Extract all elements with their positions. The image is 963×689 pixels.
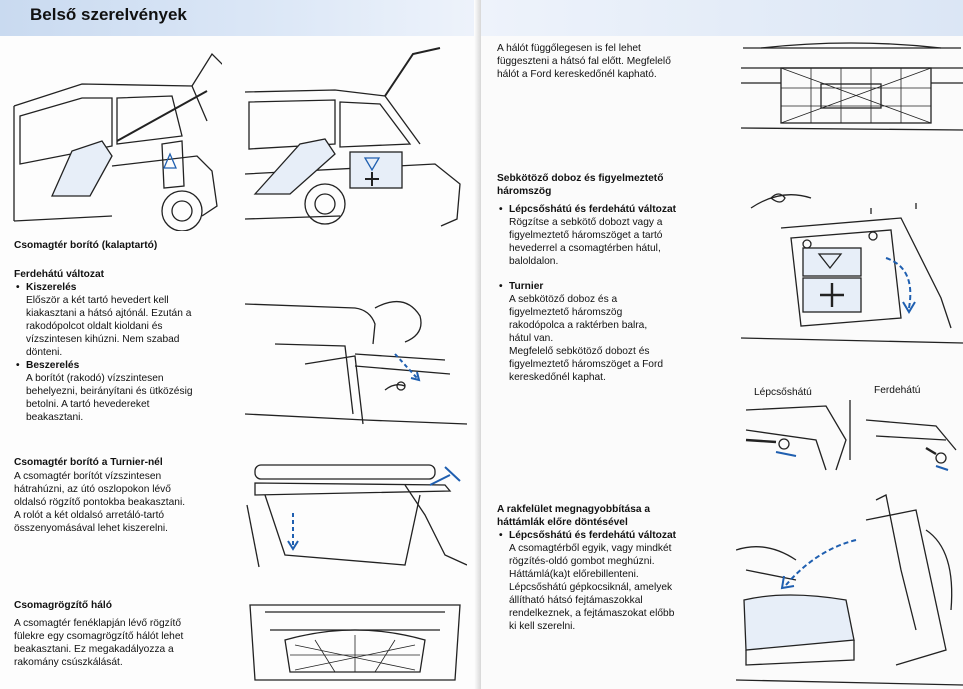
warning-triangle-icon <box>363 157 381 172</box>
net-line: A csomagtér fenéklapján lévő rögzítő <box>14 618 182 629</box>
section-intro: A hálót függőlegesen is fel lehet függes… <box>497 42 712 81</box>
loadspace-line: A csomagtérből egyik, vagy mindkét <box>509 543 672 554</box>
arrow-icon <box>394 353 418 379</box>
arrow-icon <box>885 257 912 309</box>
loadspace-heading: A rakfelület megnagyobbítása a <box>497 504 651 515</box>
figure-turnier-cover <box>245 455 467 577</box>
kiszereles-label: Kiszerelés <box>14 281 229 294</box>
figure-cover-removal <box>245 294 467 434</box>
firstaid-variant2-line: hátul van. <box>509 333 554 344</box>
firstaid-variant2-line: figyelmeztető háromszög <box>509 307 623 318</box>
section-ferdehatu: Ferdehátú változat Kiszerelés Először a … <box>14 268 229 424</box>
net-line: fülekre egy csomagrögzítő hálót lehet <box>14 631 184 642</box>
kiszereles-line: kiakasztani a hátsó ajtónál. Ezután a <box>26 308 192 319</box>
firstaid-variant1-line: figyelmeztető háromszöget a tartó <box>509 230 663 241</box>
loadspace-line: állítható hátsó fejtámaszokkal <box>509 595 643 606</box>
section-turnier: Csomagtér borító a Turnier-nél A csomagt… <box>14 456 229 535</box>
firstaid-variant2-line: figyelmeztető háromszöget a Ford <box>509 359 664 370</box>
ferdehatu-heading: Ferdehátú változat <box>14 269 105 280</box>
kiszereles-line: Először a két tartó hevedert kell <box>26 295 169 306</box>
loadspace-variant-label: Lépcsőshátú és ferdehátú változat <box>497 529 727 542</box>
section-cover: Csomagtér borító (kalaptartó) <box>14 239 157 252</box>
loadspace-line: Lépcsőshátú gépkocsiknál, amelyek <box>509 582 673 593</box>
beszereles-line: behelyezni, beirányítani és ütközésig <box>26 386 193 397</box>
loadspace-heading: háttámlák előre döntésével <box>497 517 628 528</box>
beszereles-line: A borítót (rakodó) vízszintesen <box>26 373 164 384</box>
firstaid-variant1-line: Rögzítse a sebkötő dobozt vagy a <box>509 217 663 228</box>
loadspace-line: Háttámlá(ka)t előrebillenteni. <box>509 569 639 580</box>
arrow-icon <box>429 466 461 486</box>
first-aid-icon <box>365 172 379 186</box>
page-title: Belső szerelvények <box>30 5 187 24</box>
warning-triangle-icon <box>163 152 177 169</box>
kiszereles-line: dönteni. <box>26 347 63 358</box>
turnier-line: oldalsó rögzítő pontokba beakasztani. <box>14 497 186 508</box>
arrow-icon <box>785 539 857 586</box>
figure-wagon-firstaid <box>245 44 467 232</box>
beszereles-line: beakasztani. <box>26 412 84 423</box>
section-loadspace: A rakfelület megnagyobbítása a háttámlák… <box>497 503 727 633</box>
intro-line: hálót a Ford kereskedőnél kapható. <box>497 69 657 80</box>
firstaid-variant1-label: Lépcsőshátú és ferdehátú változat <box>497 203 727 216</box>
kiszereles-line: vízszintesen kihúzni. Nem szabad <box>26 334 180 345</box>
firstaid-variant2-label: Turnier <box>497 280 727 293</box>
figure-cargo-net <box>245 600 467 689</box>
firstaid-heading: Sebkötöző doboz és figyelmeztető <box>497 173 664 184</box>
firstaid-variant2-line: Megfelelő sebkötöző dobozt és <box>509 346 650 357</box>
intro-line: A hálót függőlegesen is fel lehet <box>497 43 641 54</box>
figure-vertical-net <box>741 38 963 138</box>
figure-seat-folding <box>736 490 963 689</box>
caption-ferde: Ferdehátú <box>874 385 921 396</box>
firstaid-variant2-line: kereskedőnél kaphat. <box>509 372 606 383</box>
figure-release-buttons <box>736 400 963 480</box>
intro-line: függeszteni a hátsó fal előtt. Megfelelő <box>497 56 671 67</box>
turnier-line: A rolót a két oldalsó arretáló-tartó <box>14 510 165 521</box>
firstaid-variant2-line: rakodópolca a raktérben balra, <box>509 320 648 331</box>
section-cover-heading: Csomagtér borító (kalaptartó) <box>14 240 158 251</box>
arrow-icon <box>775 451 797 457</box>
turnier-line: A csomagtér borítót vízszintesen <box>14 471 162 482</box>
header-band-right <box>481 0 963 36</box>
firstaid-variant1-line: baloldalon. <box>509 256 559 267</box>
turnier-line: hátrahúzni, az útó oszlopokon lévő <box>14 484 171 495</box>
firstaid-heading: háromszög <box>497 186 552 197</box>
net-line: rakomány csúszkálását. <box>14 657 123 668</box>
caption-lepcsos: Lépcsőshátú <box>754 387 812 398</box>
firstaid-variant1-line: hevederrel a csomagtérben hátul, <box>509 243 661 254</box>
header-band <box>0 0 481 36</box>
loadspace-line: ki kell szerelni. <box>509 621 576 632</box>
figure-boot-firstaid <box>741 168 963 348</box>
figure-car-tailgate <box>12 46 222 231</box>
right-page: A hálót függőlegesen is fel lehet függes… <box>481 0 963 689</box>
first-aid-icon <box>820 283 844 307</box>
turnier-heading: Csomagtér borító a Turnier-nél <box>14 457 163 468</box>
turnier-line: összenyomásával lehet kiszerelni. <box>14 523 169 534</box>
net-line: beakasztani. Ez megakadályozza a <box>14 644 174 655</box>
loadspace-line: rögzítés-oldó gombot meghúzni. <box>509 556 655 567</box>
beszereles-label: Beszerelés <box>14 359 229 372</box>
section-firstaid: Sebkötöző doboz és figyelmeztető háromsz… <box>497 172 727 384</box>
left-page: Belső szerelvények <box>0 0 481 689</box>
kiszereles-line: rakodópolcot oldalt kioldani és <box>26 321 163 332</box>
firstaid-variant2-line: A sebkötöző doboz és a <box>509 294 618 305</box>
beszereles-line: betolni. A tartó hevedereket <box>26 399 150 410</box>
loadspace-line: rendelkeznek, a fejtámaszokat előbb <box>509 608 675 619</box>
net-heading: Csomagrögzítő háló <box>14 600 112 611</box>
section-net: Csomagrögzítő háló A csomagtér fenéklapj… <box>14 599 229 669</box>
